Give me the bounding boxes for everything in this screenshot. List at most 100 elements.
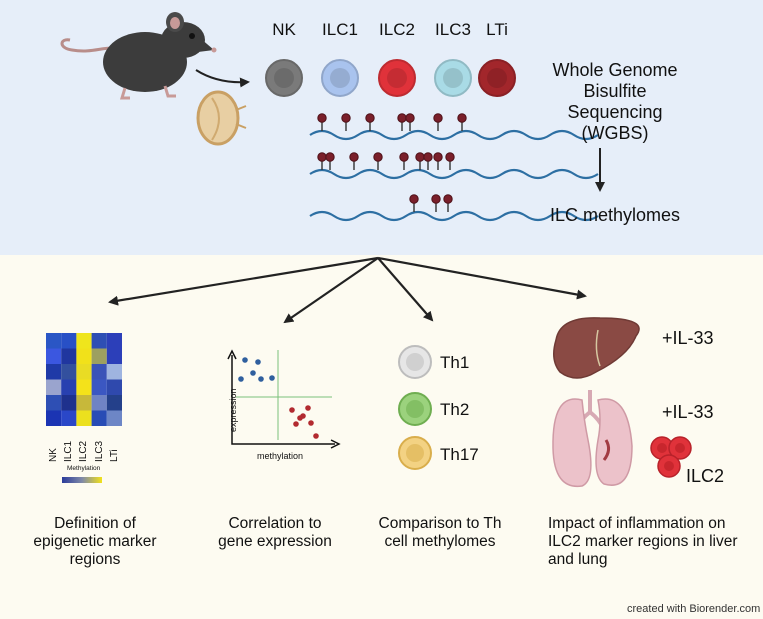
methyl-mark bbox=[349, 152, 359, 170]
cell-ilc1 bbox=[321, 59, 359, 97]
methylated-dna-strands bbox=[309, 129, 599, 222]
scatter-point bbox=[255, 359, 261, 365]
method-label: Whole Genome Bisulfite Sequencing (WGBS) bbox=[520, 60, 710, 144]
cell-ilc2 bbox=[378, 59, 416, 97]
sampling-arrow bbox=[195, 69, 250, 88]
method-line-3: Sequencing bbox=[567, 102, 663, 122]
caption-line: Comparison to Th bbox=[378, 515, 502, 532]
caption-line: gene expression bbox=[218, 533, 332, 550]
credit-text: created with Biorender.com bbox=[627, 603, 761, 615]
heatmap-cell bbox=[106, 348, 122, 364]
heatmap-cell bbox=[61, 410, 77, 426]
liver-il33-label: +IL-33 bbox=[662, 328, 714, 348]
methyl-mark bbox=[365, 113, 375, 131]
scatter-point bbox=[258, 376, 264, 382]
heatmap-cell bbox=[46, 364, 62, 380]
caption-markers: Definition of epigenetic marker regions bbox=[20, 515, 170, 569]
methyl-mark bbox=[423, 152, 433, 170]
scatter-point bbox=[305, 405, 311, 411]
heatmap-cell bbox=[91, 410, 107, 426]
caption-line: ILC2 marker regions in liver bbox=[548, 533, 738, 550]
lung-il33-label: +IL-33 bbox=[662, 402, 714, 422]
heatmap-cell bbox=[76, 333, 92, 349]
caption-inflammation: Impact of inflammation on ILC2 marker re… bbox=[548, 515, 758, 569]
liver-icon bbox=[553, 317, 640, 379]
methyl-group-markers bbox=[317, 113, 467, 212]
scatter-point bbox=[289, 407, 295, 413]
mouse-icon bbox=[60, 12, 217, 100]
methyl-mark bbox=[433, 152, 443, 170]
scatter-point bbox=[308, 420, 314, 426]
cell-lti bbox=[478, 59, 516, 97]
methyl-mark bbox=[443, 194, 453, 212]
lymph-organ-icon bbox=[196, 90, 247, 146]
heatmap-cell bbox=[76, 364, 92, 380]
methyl-mark bbox=[341, 113, 351, 131]
scatter-point bbox=[293, 421, 299, 427]
cell-label-nk: NK bbox=[272, 20, 296, 39]
methyl-mark bbox=[397, 113, 407, 131]
caption-line: epigenetic marker bbox=[33, 533, 157, 550]
methyl-mark bbox=[317, 152, 327, 170]
heatmap-cell bbox=[106, 395, 122, 411]
heatmap-cell bbox=[91, 364, 107, 380]
heatmap-cell bbox=[76, 348, 92, 364]
cell-label-ilc3: ILC3 bbox=[435, 20, 471, 39]
scatter-point bbox=[238, 376, 244, 382]
caption-line: regions bbox=[69, 551, 121, 568]
ilc2-cluster-icon bbox=[650, 436, 692, 478]
heatmap-column-label: LTi bbox=[108, 449, 120, 462]
heatmap-cell bbox=[91, 333, 107, 349]
heatmap-cell bbox=[76, 379, 92, 395]
methylation-colorbar bbox=[62, 477, 102, 483]
th-cell-th1 bbox=[398, 345, 432, 379]
methyl-mark bbox=[445, 152, 455, 170]
th2-label: Th2 bbox=[440, 400, 470, 419]
heatmap-cell bbox=[76, 410, 92, 426]
method-line-1: Whole Genome bbox=[552, 60, 678, 80]
heatmap-cell bbox=[46, 333, 62, 349]
heatmap-column-label: ILC2 bbox=[78, 440, 90, 462]
caption-correlation: Correlation to gene expression bbox=[200, 515, 350, 551]
methyl-mark bbox=[325, 152, 335, 170]
scatter-point bbox=[313, 433, 319, 439]
cell-label-ilc2: ILC2 bbox=[379, 20, 415, 39]
cell-label-ilc1: ILC1 bbox=[322, 20, 358, 39]
cell-label-lti: LTi bbox=[486, 20, 508, 39]
heatmap-cell bbox=[76, 395, 92, 411]
methyl-mark bbox=[431, 194, 441, 212]
y-axis-label: expression bbox=[228, 388, 238, 432]
cell-nk bbox=[265, 59, 303, 97]
methyl-mark bbox=[399, 152, 409, 170]
th-cell-th17 bbox=[398, 436, 432, 470]
caption-th: Comparison to Th cell methylomes bbox=[360, 515, 520, 551]
cell-ilc3 bbox=[434, 59, 472, 97]
methyl-mark bbox=[433, 113, 443, 131]
caption-line: and lung bbox=[548, 551, 608, 568]
heatmap-cell bbox=[46, 410, 62, 426]
methylation-heatmap bbox=[46, 333, 122, 426]
th1-label: Th1 bbox=[440, 353, 470, 372]
colorbar-label: Methylation bbox=[67, 465, 101, 472]
heatmap-cell bbox=[46, 348, 62, 364]
heatmap-cell bbox=[91, 395, 107, 411]
heatmap-cell bbox=[61, 364, 77, 380]
caption-line: Definition of bbox=[54, 515, 136, 532]
result-label: ILC methylomes bbox=[549, 205, 681, 225]
method-line-4: (WGBS) bbox=[581, 123, 649, 143]
scatter-point bbox=[242, 357, 248, 363]
th-cell-th2 bbox=[398, 392, 432, 426]
th17-label: Th17 bbox=[440, 445, 479, 464]
heatmap-cell bbox=[46, 379, 62, 395]
heatmap-cell bbox=[61, 348, 77, 364]
methyl-mark bbox=[317, 113, 327, 131]
heatmap-cell bbox=[91, 379, 107, 395]
scatter-point bbox=[269, 375, 275, 381]
heatmap-column-label: ILC3 bbox=[93, 440, 105, 462]
lungs-icon bbox=[552, 390, 633, 488]
methyl-mark bbox=[373, 152, 383, 170]
methyl-mark bbox=[415, 152, 425, 170]
heatmap-column-label: ILC1 bbox=[63, 440, 75, 462]
scatter-point bbox=[297, 415, 303, 421]
